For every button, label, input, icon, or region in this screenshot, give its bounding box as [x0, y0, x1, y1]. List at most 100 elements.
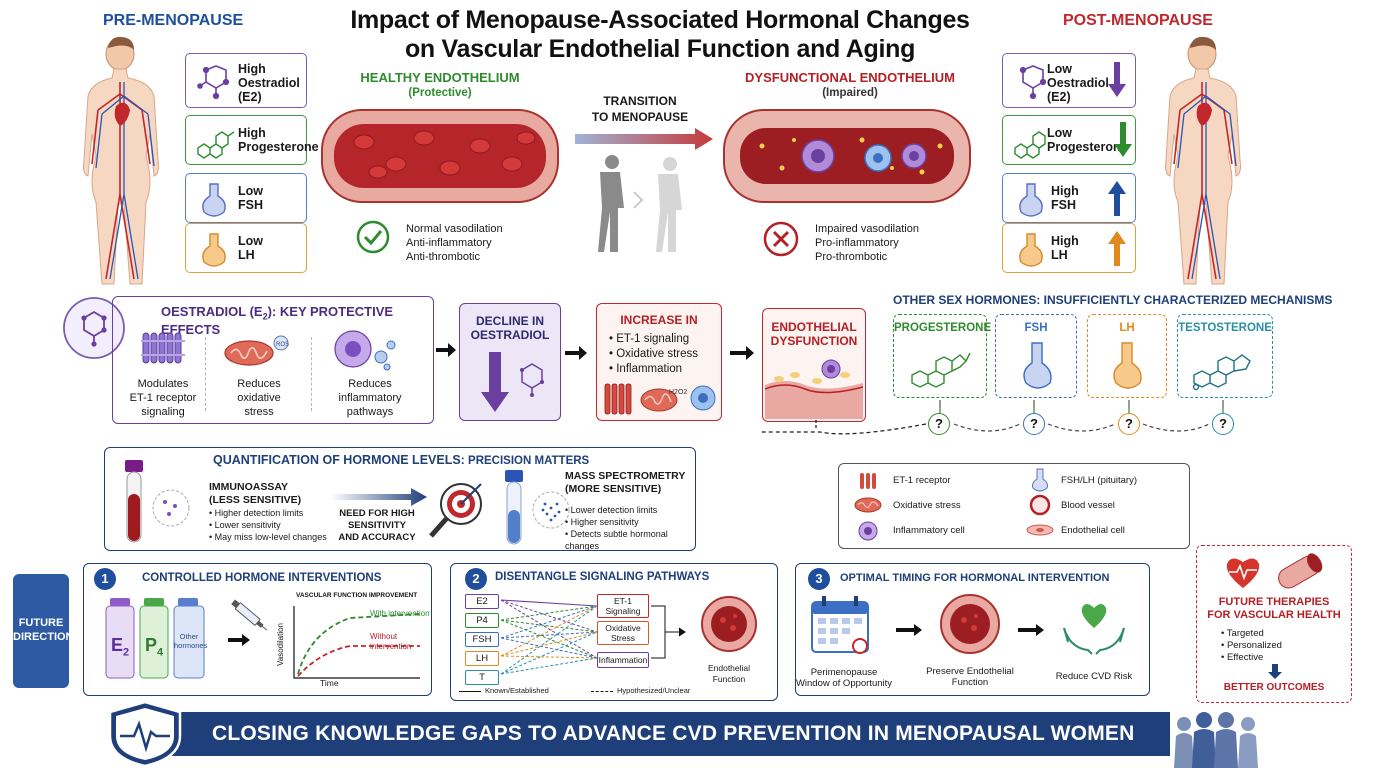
syringe-icon: [231, 599, 268, 631]
aging-women-icon: [598, 155, 682, 252]
molecule-icon: [197, 65, 230, 100]
pituitary-icon: [1019, 233, 1043, 267]
healthy-effects: Normal vasodilation Anti-inflammatory An…: [406, 223, 503, 263]
arrow-right-icon: [896, 624, 922, 636]
blood-vessel-icon: [1029, 494, 1051, 516]
calendar-icon: [811, 596, 869, 654]
steroid-icon: [911, 352, 971, 388]
pituitary-icon: [202, 233, 226, 267]
pituitary-icon: [1019, 183, 1043, 217]
with-intervention-label: With intervention: [370, 609, 430, 618]
oestradiol-effects-panel: OESTRADIOL (E2): KEY PROTECTIVE EFFECTS …: [112, 296, 434, 424]
transition-label: TRANSITION TO MENOPAUSE: [591, 94, 689, 124]
ros-label: ROS: [276, 342, 289, 348]
blood-vessel-icon: [940, 594, 1000, 654]
question-testosterone-icon: ?: [1212, 413, 1234, 435]
stress-icons: H2O2: [604, 383, 716, 415]
h2o2-label: H2O2: [669, 389, 687, 396]
future-box-optimal-timing: 3 OPTIMAL TIMING FOR HORMONAL INTERVENTI…: [795, 563, 1150, 696]
heart-vessel-icon: [1226, 553, 1323, 589]
bottom-banner: CLOSING KNOWLEDGE GAPS TO ADVANCE CVD PR…: [120, 712, 1170, 756]
signaling-pathways-title: DISENTANGLE SIGNALING PATHWAYS: [495, 571, 710, 583]
pituitary-icon: [1032, 468, 1048, 492]
arrow-right-icon: [331, 488, 427, 506]
increase-box: INCREASE IN ET-1 signaling Oxidative str…: [596, 303, 722, 421]
arrow-down-icon: [481, 352, 509, 412]
et1-receptor-icon: [141, 332, 185, 364]
dysfunctional-title: DYSFUNCTIONAL ENDOTHELIUM: [745, 70, 955, 85]
other-lh-box: LH: [1087, 314, 1167, 398]
mass-spec-list: Lower detection limits Higher sensitivit…: [565, 504, 695, 552]
healthy-title: HEALTHY ENDOTHELIUM: [360, 70, 520, 85]
molecule-icon: [1019, 65, 1047, 100]
inflammatory-cell-icon: [858, 521, 878, 541]
controlled-interventions-title: CONTROLLED HORMONE INTERVENTIONS: [142, 572, 382, 584]
pathway-network: [500, 599, 686, 675]
quantification-panel: QUANTIFICATION OF HORMONE LEVELS: PRECIS…: [104, 447, 696, 551]
arrow-down-icon: [1108, 62, 1126, 97]
shield-heartbeat-icon: [108, 700, 182, 768]
steroid-icon: [197, 131, 235, 159]
mass-spec-tube-icon: [505, 470, 570, 545]
female-figure-post: [1165, 36, 1241, 285]
steroid-icon: [1192, 354, 1251, 391]
future-box-controlled-interventions: 1 CONTROLLED HORMONE INTERVENTIONS E2 P4…: [83, 563, 432, 696]
damaged-endothelium-icon: [765, 359, 863, 419]
vasodilation-chart: [293, 606, 421, 679]
step-number: 3: [808, 568, 830, 590]
legend-panel: ET-1 receptor Oxidative stress Inflammat…: [838, 463, 1190, 549]
hypothesized-legend: Hypothesized/Unclear: [591, 686, 690, 695]
divider: [205, 337, 206, 411]
endothelial-cell-icon: [1026, 524, 1054, 536]
question-fsh-icon: ?: [1023, 413, 1045, 435]
question-progesterone-icon: ?: [928, 413, 950, 435]
arrow-right-icon: [436, 343, 456, 357]
post-menopause-heading: POST-MENOPAUSE: [1063, 12, 1213, 29]
optimal-timing-title: OPTIMAL TIMING FOR HORMONAL INTERVENTION: [840, 572, 1110, 584]
molecule-icon: [520, 363, 544, 397]
other-testosterone-box: TESTOSTERONE: [1177, 314, 1273, 398]
arrow-right-icon: [1018, 624, 1044, 636]
other-fsh-box: FSH: [995, 314, 1077, 398]
unknown-mechanism-links: [760, 400, 1224, 435]
blood-vessel-icon: [701, 596, 757, 652]
increase-list: ET-1 signaling Oxidative stress Inflamma…: [609, 332, 698, 377]
banner-text: CLOSING KNOWLEDGE GAPS TO ADVANCE CVD PR…: [212, 722, 1135, 745]
page-title: Impact of Menopause-Associated Hormonal …: [350, 6, 970, 63]
chart-title: VASCULAR FUNCTION IMPROVEMENT: [296, 592, 418, 599]
dysfunctional-effects: Impaired vasodilation Pro-inflammatory P…: [815, 223, 919, 263]
step-number: 1: [94, 568, 116, 590]
oestradiol-molecule-badge: [63, 297, 125, 359]
oestradiol-effects-title: OESTRADIOL (E2): KEY PROTECTIVE EFFECTS: [161, 304, 394, 337]
cross-icon: [763, 221, 799, 257]
dysfunctional-vessel: [723, 109, 971, 203]
oxidative-stress-icon: [854, 497, 882, 513]
future-therapies-list: Targeted Personalized Effective: [1221, 628, 1282, 664]
mitochondria-icon: ROS: [224, 335, 289, 366]
question-lh-icon: ?: [1118, 413, 1140, 435]
other-progesterone-box: PROGESTERONE: [893, 314, 991, 398]
vial-e2-label: E2: [111, 635, 130, 659]
step-number: 2: [465, 568, 487, 590]
dysfunctional-subtitle: (Impaired): [822, 87, 878, 99]
arrow-up-icon: [1108, 181, 1126, 216]
pituitary-icon: [202, 183, 226, 217]
